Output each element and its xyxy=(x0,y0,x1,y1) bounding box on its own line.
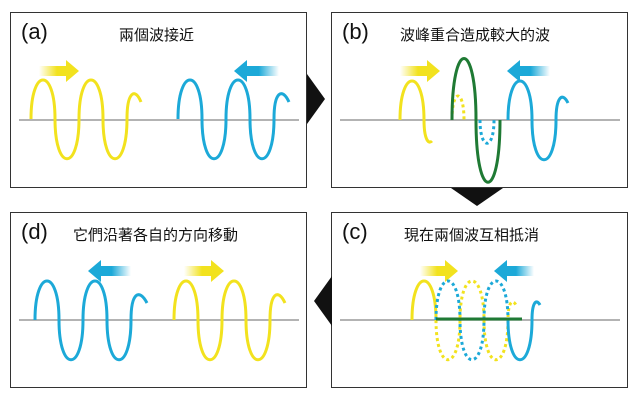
yellow-wave xyxy=(398,79,434,144)
connector-arrow-right xyxy=(307,74,325,124)
panel-title: 現在兩個波互相抵消 xyxy=(404,226,540,244)
combined-wave xyxy=(450,57,502,184)
panel-letter: (b) xyxy=(342,19,369,44)
panel-c: (c) 現在兩個波互相抵消 xyxy=(331,212,628,388)
panel-b: (b) 波峰重合造成較大的波 xyxy=(331,12,628,188)
panel-a: (a) 兩個波接近 xyxy=(10,12,307,188)
yellow-arrow xyxy=(420,260,458,282)
panel-d-illustration xyxy=(19,260,299,362)
panel-a-illustration xyxy=(19,60,299,161)
panel-c-illustration xyxy=(340,260,620,362)
yellow-arrow xyxy=(400,60,440,82)
blue-arrow xyxy=(234,60,279,82)
blue-arrow xyxy=(507,60,550,82)
blue-arrow xyxy=(88,260,131,282)
panel-title: 它們沿著各自的方向移動 xyxy=(73,226,239,244)
yellow-wave xyxy=(172,279,287,362)
yellow-wave xyxy=(29,78,143,161)
connector-arrow-down xyxy=(451,188,503,206)
panel-d: (d) 它們沿著各自的方向移動 xyxy=(10,212,307,388)
blue-arrow xyxy=(494,260,534,282)
panel-letter: (a) xyxy=(21,19,48,44)
yellow-wave xyxy=(410,279,438,321)
panel-title: 兩個波接近 xyxy=(119,26,195,44)
panel-title: 波峰重合造成較大的波 xyxy=(400,26,551,44)
blue-wave xyxy=(176,78,291,161)
yellow-dashed-wave xyxy=(434,279,518,362)
connector-arrow-left xyxy=(314,276,332,326)
blue-dashed-wave xyxy=(478,119,496,145)
blue-wave xyxy=(506,79,570,162)
blue-wave xyxy=(506,300,542,362)
blue-dashed-wave xyxy=(434,279,510,362)
yellow-arrow xyxy=(184,260,224,282)
blue-wave xyxy=(33,279,149,362)
panel-letter: (d) xyxy=(21,219,48,244)
panel-letter: (c) xyxy=(342,219,368,244)
yellow-arrow xyxy=(39,60,79,82)
panel-b-illustration xyxy=(340,57,620,184)
